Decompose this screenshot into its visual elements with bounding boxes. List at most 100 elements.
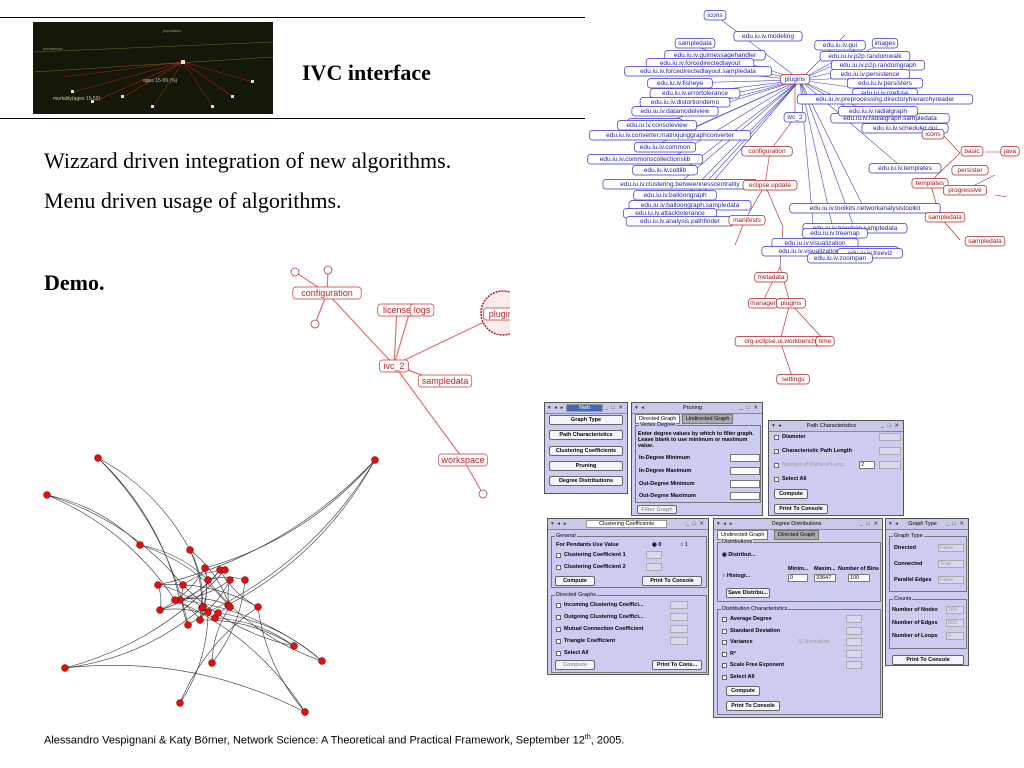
tree-node-red[interactable] [964,236,1006,247]
tree-node-blue[interactable] [631,106,719,117]
tree-node-blue[interactable] [789,203,941,214]
network-node[interactable] [201,564,209,572]
pruning-window[interactable]: ▾ ◂Pruning_ □ ✕ Directed Graph Undirecte… [631,402,763,516]
in-degree-min-input[interactable] [730,454,760,462]
row-checkbox[interactable] [556,639,561,644]
graph-type-button[interactable]: Graph Type [549,415,623,425]
network-node[interactable] [318,657,326,665]
tree-node-blue[interactable] [587,154,703,165]
network-node[interactable] [290,642,298,650]
tree-node-blue[interactable] [807,253,873,264]
network-node[interactable] [301,708,309,716]
radial-tree[interactable]: iconsimagessampledataedu.iu.iv.modelinge… [585,5,1024,390]
tree-node-blue[interactable] [814,40,866,51]
demo-node[interactable] [379,359,409,373]
row-checkbox[interactable] [556,615,561,620]
bins-input[interactable]: 100 [848,574,870,582]
tree-node-red[interactable] [924,212,966,223]
tree-node-blue[interactable] [802,228,868,239]
tree-node-red[interactable] [776,298,806,309]
tree-node-blue[interactable] [703,10,727,21]
compute-button[interactable]: Compute [774,489,808,499]
network-node[interactable] [136,541,144,549]
network-node[interactable] [186,546,194,554]
network-node[interactable] [43,491,51,499]
cc1-checkbox[interactable] [556,553,561,558]
tree-hub[interactable] [783,112,807,123]
save-distribution-button[interactable]: Save Distribu... [726,588,770,598]
out-degree-max-input[interactable] [730,492,760,500]
diameter-checkbox[interactable] [774,435,779,440]
network-node[interactable] [176,699,184,707]
network-node[interactable] [254,603,262,611]
row-checkbox[interactable] [722,663,727,668]
path-characteristics-window[interactable]: ▾ ◂Path Characteristics_ □ ✕ Diameter Ch… [768,420,904,516]
normalize-label[interactable]: ☑ Normalize [798,639,830,645]
network-node[interactable] [156,606,164,614]
row-checkbox[interactable] [556,603,561,608]
print-to-console-button[interactable]: Print To Console [892,655,964,665]
clustering-coefficients-window[interactable]: ▾ ◂ ▸Clustering Coefficients_ □ ✕ Genera… [547,518,709,675]
network-node[interactable] [221,566,229,574]
row-checkbox[interactable] [556,651,561,656]
network-node[interactable] [204,608,212,616]
tree-root[interactable] [780,74,810,85]
compute-button[interactable]: Compute [555,576,595,586]
tree-node-red[interactable] [728,215,766,226]
network-node[interactable] [226,603,234,611]
radio-histogram[interactable]: ○ Histogr... [722,573,751,579]
radio-one[interactable]: ○ 1 [680,542,688,548]
network-node[interactable] [204,576,212,584]
tree-node-red[interactable] [742,180,798,191]
row-checkbox[interactable] [722,617,727,622]
row-checkbox[interactable] [722,674,727,680]
tree-node-blue[interactable] [733,31,803,42]
tree-node-red[interactable] [815,336,835,347]
tree-node-red[interactable] [951,165,989,176]
network-node[interactable] [241,576,249,584]
network-node[interactable] [184,621,192,629]
tree-node-blue[interactable] [674,38,716,49]
print-to-console-button[interactable]: Print To Console [774,504,828,514]
in-degree-max-input[interactable] [730,467,760,475]
tree-node-blue[interactable] [632,165,698,176]
tree-node-blue[interactable] [871,38,899,49]
tree-node-red[interactable] [960,146,984,157]
tree-node-blue[interactable] [588,130,752,141]
tree-node-red[interactable] [1000,146,1020,157]
demo-graph[interactable]: configurationlicenselogspluginsivc_2samp… [270,262,510,510]
out-degree-min-input[interactable] [730,480,760,488]
network-node[interactable] [199,603,207,611]
tree-node-red[interactable] [741,146,793,157]
tree-node-blue[interactable] [838,106,918,117]
tree-node-blue[interactable] [796,94,974,105]
print-to-console-button[interactable]: Print To Cons... [652,660,702,670]
tree-node-red[interactable] [754,272,788,283]
tree-node-blue[interactable] [624,66,772,77]
tree-node-red[interactable] [921,129,945,140]
tree-node-blue[interactable] [634,142,696,153]
network-node[interactable] [214,609,222,617]
network-node[interactable] [94,454,102,462]
print-to-console-button[interactable]: Print To Console [726,701,780,711]
demo-node[interactable] [292,286,362,300]
tab-directed-graph[interactable]: Directed Graph [774,530,820,540]
network-node[interactable] [371,456,379,464]
row-checkbox[interactable] [722,640,727,645]
path-characteristics-button[interactable]: Path Characteristics [549,430,623,440]
nwb-window[interactable]: ▾ ◂ ▸Nwb_ □ ✕ Graph Type Path Characteri… [544,402,628,494]
tab-undirected-graph[interactable]: Undirected Graph [682,414,734,424]
compute-button[interactable]: Compute [726,686,760,696]
radio-zero[interactable]: ◉ 0 [652,542,662,548]
tree-node-blue[interactable] [617,120,697,131]
row-checkbox[interactable] [722,628,727,634]
compute-button[interactable]: Compute [555,660,595,670]
network-node[interactable] [196,616,204,624]
cc2-checkbox[interactable] [556,565,561,570]
network-node[interactable] [226,576,234,584]
tree-node-blue[interactable] [647,78,713,89]
num-paths-input[interactable]: 2 [859,461,875,469]
row-checkbox[interactable] [722,651,727,657]
network-node[interactable] [61,664,69,672]
